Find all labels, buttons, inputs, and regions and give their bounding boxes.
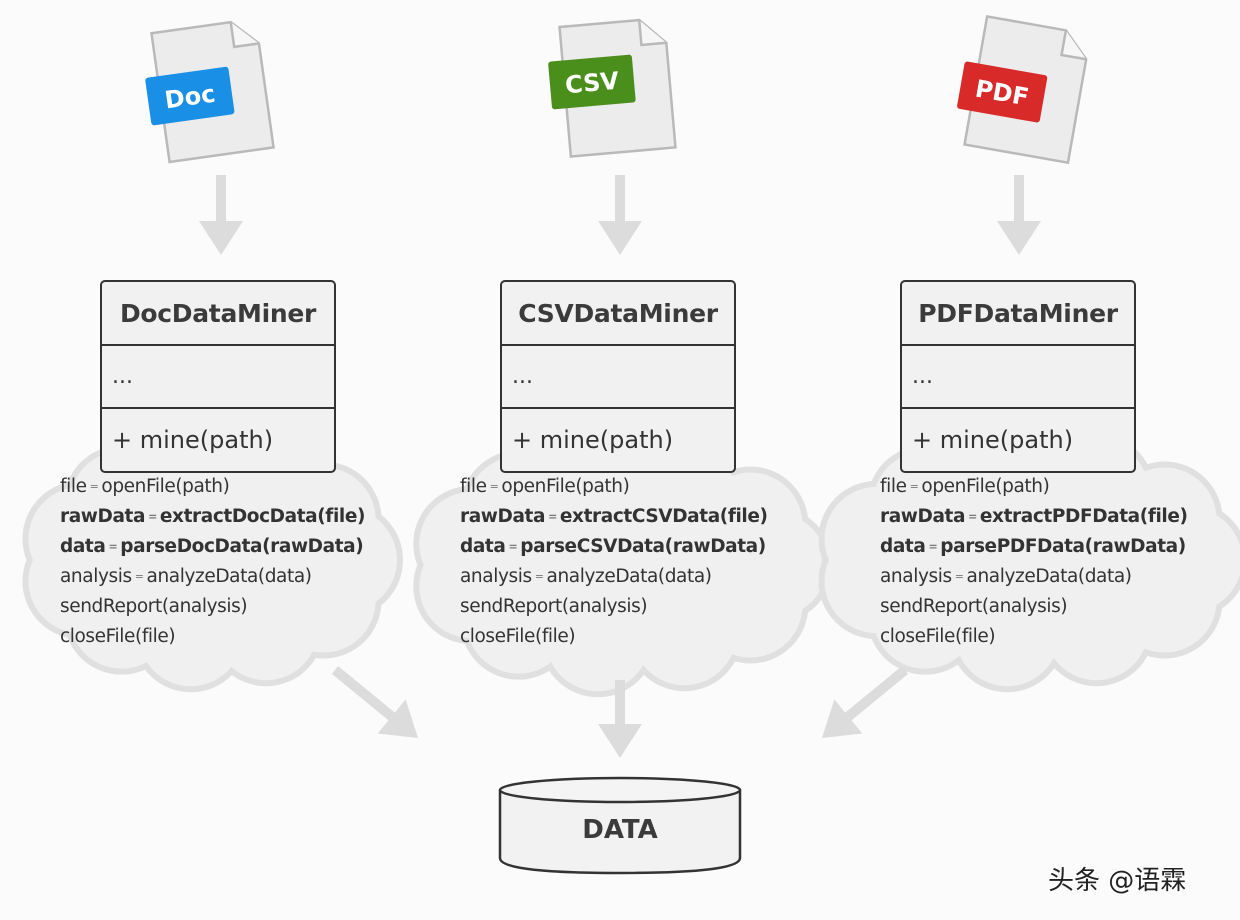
data-store-cylinder [498, 776, 742, 875]
assign-operator: = [134, 570, 144, 583]
code-call: analyzeData(data) [966, 566, 1132, 587]
class-method: + mine(path) [912, 426, 1074, 454]
thought-cloud [413, 432, 833, 698]
code-variable: file [880, 476, 907, 497]
class-box-doc-data-miner: DocDataMiner ... + mine(path) [100, 280, 336, 473]
code-steps-doc: file=openFile(path)rawData=extractDocDat… [60, 472, 365, 652]
assign-operator: = [148, 510, 157, 523]
doc-badge: Doc [145, 66, 235, 126]
arrow-down-icon [598, 680, 642, 758]
code-call: extractCSVData(file) [559, 506, 768, 527]
code-line: closeFile(file) [60, 622, 365, 652]
code-call: analyzeData(data) [146, 566, 312, 587]
code-line: file=openFile(path) [60, 472, 365, 502]
code-call: closeFile(file) [60, 626, 176, 647]
code-call: extractDocData(file) [159, 506, 366, 527]
code-line: file=openFile(path) [460, 472, 768, 502]
code-line: data=parseCSVData(rawData) [460, 532, 768, 562]
code-variable: data [60, 536, 106, 557]
assign-operator: = [89, 480, 99, 493]
code-line: rawData=extractCSVData(file) [460, 502, 768, 532]
watermark: 头条 @语霖 [1048, 866, 1187, 896]
code-line: data=parsePDFData(rawData) [880, 532, 1188, 562]
assign-operator: = [534, 570, 544, 583]
assign-operator: = [909, 480, 919, 493]
code-line: analysis=analyzeData(data) [60, 562, 365, 592]
assign-operator: = [508, 540, 518, 553]
data-store-label: DATA [582, 815, 658, 845]
code-line: sendReport(analysis) [880, 592, 1188, 622]
code-variable: analysis [880, 566, 952, 587]
code-line: sendReport(analysis) [60, 592, 365, 622]
assign-operator: = [108, 540, 118, 553]
code-variable: analysis [460, 566, 532, 587]
code-call: sendReport(analysis) [460, 596, 648, 617]
code-variable: data [880, 536, 926, 557]
arrow-diagonal-icon [822, 666, 909, 738]
pdf-badge: PDF [957, 61, 1048, 123]
code-call: parsePDFData(rawData) [940, 536, 1186, 557]
arrow-diagonal-icon [331, 666, 418, 738]
code-line: rawData=extractPDFData(file) [880, 502, 1188, 532]
thought-cloud [818, 427, 1240, 693]
csv-badge: CSV [548, 54, 636, 110]
file-icon-doc: Doc [145, 20, 275, 164]
code-variable: analysis [60, 566, 132, 587]
code-variable: rawData [60, 506, 146, 527]
class-name: PDFDataMiner [902, 282, 1134, 346]
code-variable: rawData [880, 506, 966, 527]
code-call: extractPDFData(file) [979, 506, 1188, 527]
code-call: closeFile(file) [460, 626, 576, 647]
class-name: DocDataMiner [102, 282, 334, 346]
file-icon-csv: CSV [548, 18, 677, 158]
badge-label: CSV [564, 67, 621, 100]
code-steps-csv: file=openFile(path)rawData=extractCSVDat… [460, 472, 768, 652]
code-call: parseCSVData(rawData) [520, 536, 766, 557]
code-variable: rawData [460, 506, 546, 527]
code-call: openFile(path) [101, 476, 230, 497]
class-fields: ... [902, 346, 1134, 409]
assign-operator: = [968, 510, 977, 523]
code-steps-pdf: file=openFile(path)rawData=extractPDFDat… [880, 472, 1188, 652]
code-variable: file [460, 476, 487, 497]
code-call: closeFile(file) [880, 626, 996, 647]
assign-operator: = [954, 570, 964, 583]
code-call: sendReport(analysis) [880, 596, 1068, 617]
assign-operator: = [548, 510, 557, 523]
code-line: closeFile(file) [880, 622, 1188, 652]
class-fields: ... [502, 346, 734, 409]
code-line: analysis=analyzeData(data) [460, 562, 768, 592]
class-box-pdf-data-miner: PDFDataMiner ... + mine(path) [900, 280, 1136, 473]
assign-operator: = [489, 480, 499, 493]
class-box-csv-data-miner: CSVDataMiner ... + mine(path) [500, 280, 736, 473]
arrow-down-icon [598, 175, 642, 255]
arrow-down-icon [997, 175, 1041, 255]
code-call: analyzeData(data) [546, 566, 712, 587]
code-line: closeFile(file) [460, 622, 768, 652]
code-variable: data [460, 536, 506, 557]
code-line: rawData=extractDocData(file) [60, 502, 365, 532]
code-line: sendReport(analysis) [460, 592, 768, 622]
badge-label: Doc [163, 80, 217, 115]
file-icon-pdf: PDF [957, 14, 1088, 165]
code-call: parseDocData(rawData) [120, 536, 364, 557]
class-name: CSVDataMiner [502, 282, 734, 346]
assign-operator: = [928, 540, 938, 553]
class-method: + mine(path) [112, 426, 274, 454]
code-line: file=openFile(path) [880, 472, 1188, 502]
code-line: analysis=analyzeData(data) [880, 562, 1188, 592]
class-fields: ... [102, 346, 334, 409]
code-line: data=parseDocData(rawData) [60, 532, 365, 562]
code-variable: file [60, 476, 87, 497]
code-call: sendReport(analysis) [60, 596, 248, 617]
arrow-down-icon [199, 175, 243, 255]
class-method: + mine(path) [512, 426, 674, 454]
code-call: openFile(path) [501, 476, 630, 497]
code-call: openFile(path) [921, 476, 1050, 497]
